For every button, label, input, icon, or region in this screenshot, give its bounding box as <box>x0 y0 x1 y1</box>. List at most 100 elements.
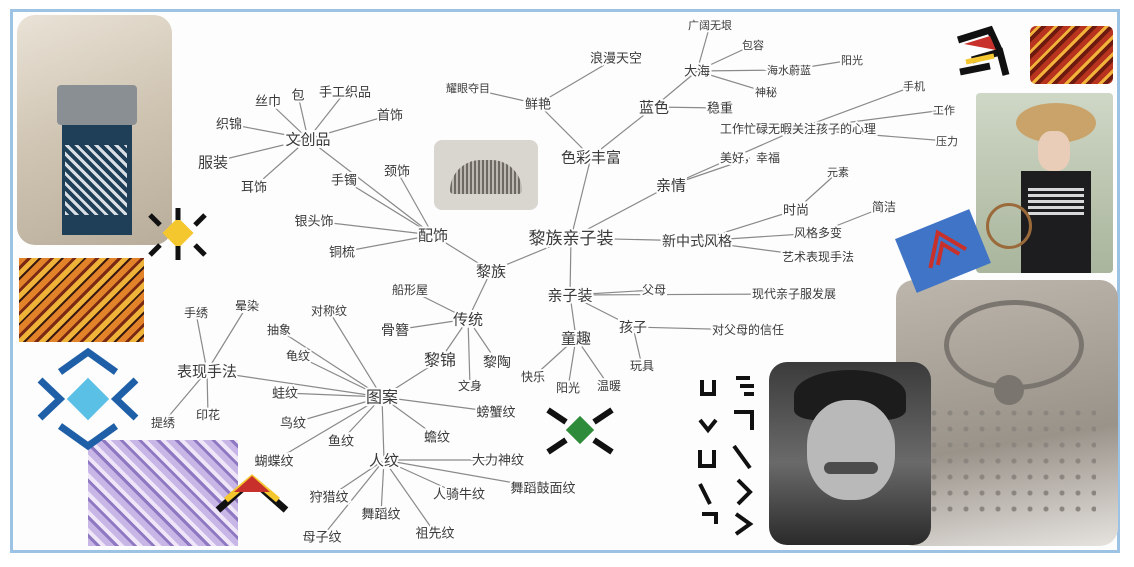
node-halo-wudao: 舞蹈鼓面纹 <box>510 482 575 497</box>
edge-root-xinzhongshi <box>570 237 698 242</box>
edge-tuan-duihuawen <box>328 310 383 398</box>
edge-peishi-tongshu <box>341 234 434 253</box>
node-halo-wenzhong: 稳重 <box>707 101 733 117</box>
edge-shishang-yuansu <box>795 171 839 211</box>
node-halo-secai: 色彩丰富 <box>561 148 621 166</box>
node-label-wenshen: 文身 <box>458 378 482 393</box>
node-label-xinzhongshi: 新中式风格 <box>662 234 732 250</box>
pattern-icon-red-arrow <box>215 474 289 513</box>
node-label-renwen: 人纹 <box>369 451 399 469</box>
edge-xinzhongshi-fengge <box>696 232 819 242</box>
pattern-icon-glyph-column <box>698 376 754 536</box>
node-label-kuaile: 快乐 <box>521 370 545 384</box>
node-halo-yinhua: 印花 <box>196 407 220 422</box>
node-halo-xinren: 对父母的信任 <box>712 322 784 337</box>
node-halo-yintoushi: 银头饰 <box>294 215 333 230</box>
node-halo-yali: 压力 <box>936 135 958 148</box>
edge-lizu-peishi <box>432 234 492 272</box>
node-label-guangkuo: 广阔无垠 <box>688 18 732 32</box>
node-label-yuwen: 鱼纹 <box>328 434 354 450</box>
edge-chuantong-litao <box>467 318 498 363</box>
edge-tongqu-kuaile <box>532 337 577 378</box>
edge-fengge-jianjie <box>817 206 885 234</box>
node-halo-tixiu: 提绣 <box>151 415 175 430</box>
node-label-yuansu: 元素 <box>827 166 849 179</box>
node-halo-zhijin: 织锦 <box>216 118 242 133</box>
node-label-wawen: 蛙纹 <box>272 387 298 402</box>
node-label-gushi: 骨簪 <box>381 323 409 339</box>
node-halo-xinzhongshi: 新中式风格 <box>662 234 732 250</box>
node-label-dali: 大力神纹 <box>472 454 524 469</box>
node-halo-biaoxian: 表现手法 <box>177 362 237 380</box>
node-label-jianjie: 简洁 <box>872 200 896 214</box>
node-label-yali: 压力 <box>936 135 958 148</box>
edge-tuan-hudiewen <box>273 396 383 462</box>
edge-xinzhongshi-yishu <box>696 240 819 258</box>
edge-tuan-wawen <box>284 392 383 398</box>
edge-dahai-shenmi <box>696 70 767 93</box>
edge-tongqu-wennuan <box>575 337 610 387</box>
edge-root-secai <box>570 156 592 239</box>
node-label-chouxiang: 抽象 <box>267 323 291 337</box>
node-label-haishui: 海水蔚蓝 <box>767 63 811 77</box>
edge-tuan-yuwen <box>340 396 383 442</box>
node-label-wudao: 舞蹈鼓面纹 <box>510 482 575 497</box>
node-halo-dahai: 大海 <box>684 65 710 80</box>
photo-woman-hat <box>976 93 1113 273</box>
node-label-yishu: 艺术表现手法 <box>782 250 854 264</box>
node-halo-niaowen: 鸟纹 <box>280 416 306 432</box>
node-halo-chuantong: 传统 <box>453 310 483 328</box>
node-label-gongzuo: 工作忙碌无暇关注孩子的心理 <box>720 121 876 136</box>
textile-red <box>1030 26 1113 84</box>
node-halo-shouliewen: 狩猎纹 <box>309 491 348 506</box>
node-halo-shishang: 时尚 <box>783 204 809 219</box>
node-label-yaoyan: 耀眼夺目 <box>446 82 490 95</box>
node-label-chuanxingwu: 船形屋 <box>392 283 428 297</box>
node-label-jingshi: 颈饰 <box>384 165 410 180</box>
edge-root-qinzizhuang <box>569 237 572 296</box>
node-label-lanse: 蓝色 <box>639 98 669 116</box>
edge-peishi-yintoushi <box>313 220 434 236</box>
node-label-wennuan: 温暖 <box>597 379 621 393</box>
node-halo-shenmi: 神秘 <box>755 85 777 99</box>
node-halo-langman: 浪漫天空 <box>590 52 642 67</box>
node-halo-duihuawen: 对称纹 <box>311 304 347 318</box>
node-halo-lijin: 黎锦 <box>424 351 456 370</box>
node-label-meihao: 美好，幸福 <box>720 150 780 165</box>
edge-wenchuang-sijin <box>267 100 309 140</box>
